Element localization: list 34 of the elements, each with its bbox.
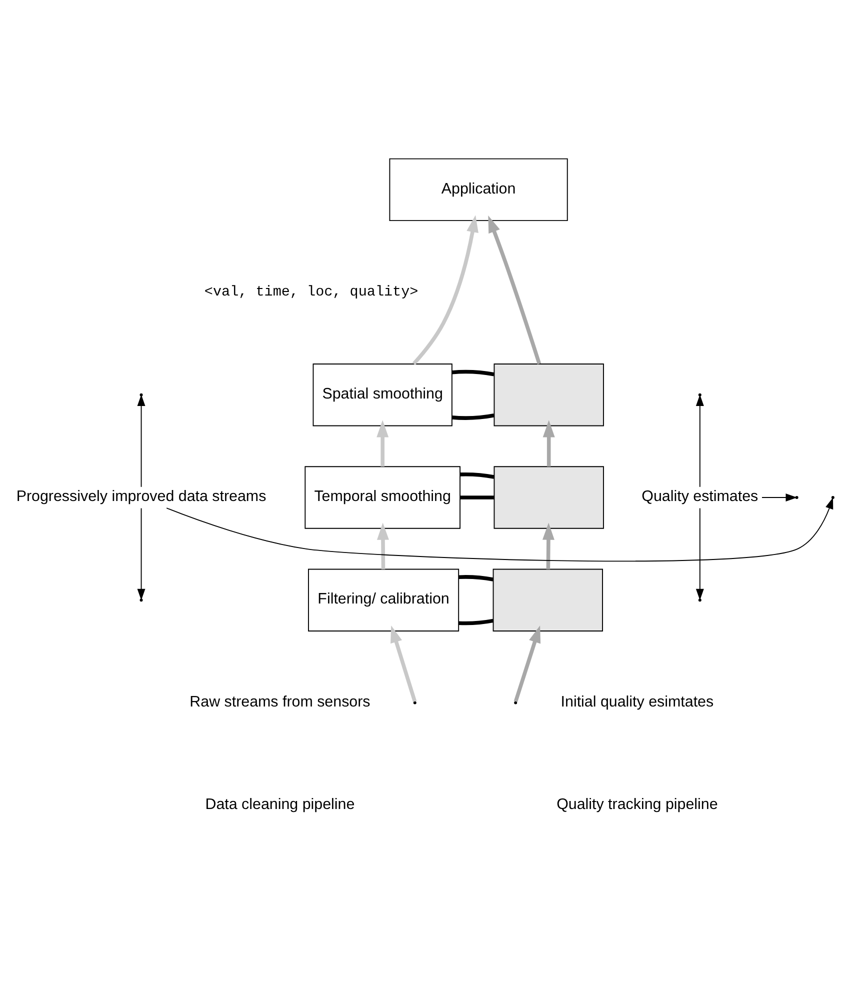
arrow	[376, 420, 389, 466]
connector	[452, 369, 494, 376]
connector	[452, 413, 494, 420]
label: Raw streams from sensors	[190, 692, 370, 710]
node-box	[494, 363, 604, 426]
arrow	[514, 625, 541, 702]
node-box: Application	[389, 158, 568, 221]
arrow	[762, 493, 798, 501]
node-box: Spatial smoothing	[312, 363, 452, 426]
arrow	[137, 394, 146, 487]
node-box: Temporal smoothing	[304, 466, 460, 528]
arrow	[412, 214, 478, 365]
connector	[458, 618, 494, 625]
arrow	[488, 214, 542, 364]
arrow	[137, 507, 146, 600]
label: Quality tracking pipeline	[556, 795, 718, 812]
node-box	[492, 568, 603, 631]
arrow	[696, 507, 704, 600]
arrow	[696, 394, 704, 487]
arrow	[376, 522, 389, 569]
connector	[460, 472, 494, 478]
label: Data cleaning pipeline	[205, 795, 355, 812]
arrow	[542, 420, 555, 466]
arrow	[542, 522, 554, 569]
arrow	[390, 625, 417, 702]
node-text: Quality estimates	[642, 488, 758, 505]
label: <val, time, loc, quality>	[204, 284, 418, 300]
node-box	[494, 466, 604, 528]
node-box: Filtering/ calibration	[308, 568, 460, 631]
label: Initial quality esimtates	[560, 692, 714, 710]
connector	[458, 574, 494, 581]
connector	[460, 495, 494, 499]
arrow	[166, 496, 834, 562]
node-text: Progressively improved data streams	[16, 488, 266, 505]
